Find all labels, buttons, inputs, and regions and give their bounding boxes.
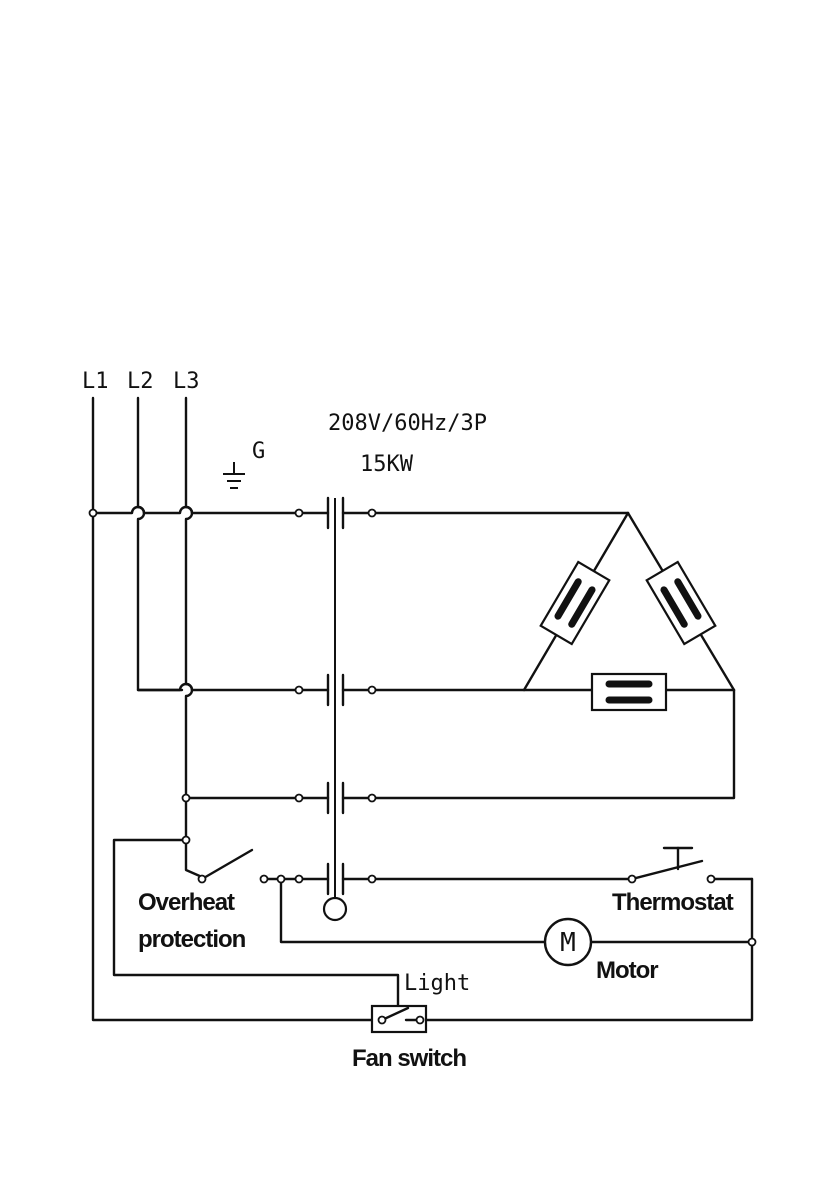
label-l3: L3 — [173, 369, 200, 394]
rating-voltage: 208V/60Hz/3P — [328, 411, 487, 436]
label-thermostat: Thermostat — [612, 889, 734, 916]
motor-symbol: M — [545, 919, 591, 965]
heater-left — [541, 562, 610, 644]
label-overheat: Overheat — [138, 889, 235, 916]
label-l1: L1 — [82, 369, 109, 394]
wire-row1-in — [93, 507, 328, 513]
ground-symbol — [223, 462, 245, 488]
heater-delta — [524, 513, 734, 710]
svg-text:M: M — [560, 928, 576, 958]
rating-power: 15KW — [360, 452, 414, 477]
wire-l2 — [138, 398, 182, 690]
label-light: Light — [404, 971, 470, 996]
label-fan-switch: Fan switch — [352, 1045, 466, 1072]
wire-l3 — [186, 398, 202, 877]
contactor — [324, 498, 346, 920]
wire-control-fan — [114, 840, 398, 1010]
wire-row3-out — [343, 690, 734, 798]
label-protection: protection — [138, 926, 246, 953]
ground-label: G — [252, 439, 265, 464]
label-motor: Motor — [596, 957, 658, 984]
heater-right — [647, 562, 716, 644]
heater-bottom — [592, 674, 666, 710]
thermostat-switch — [632, 848, 752, 879]
wire-motor-left — [281, 879, 545, 942]
label-l2: L2 — [127, 369, 154, 394]
overheat-switch — [202, 850, 328, 879]
